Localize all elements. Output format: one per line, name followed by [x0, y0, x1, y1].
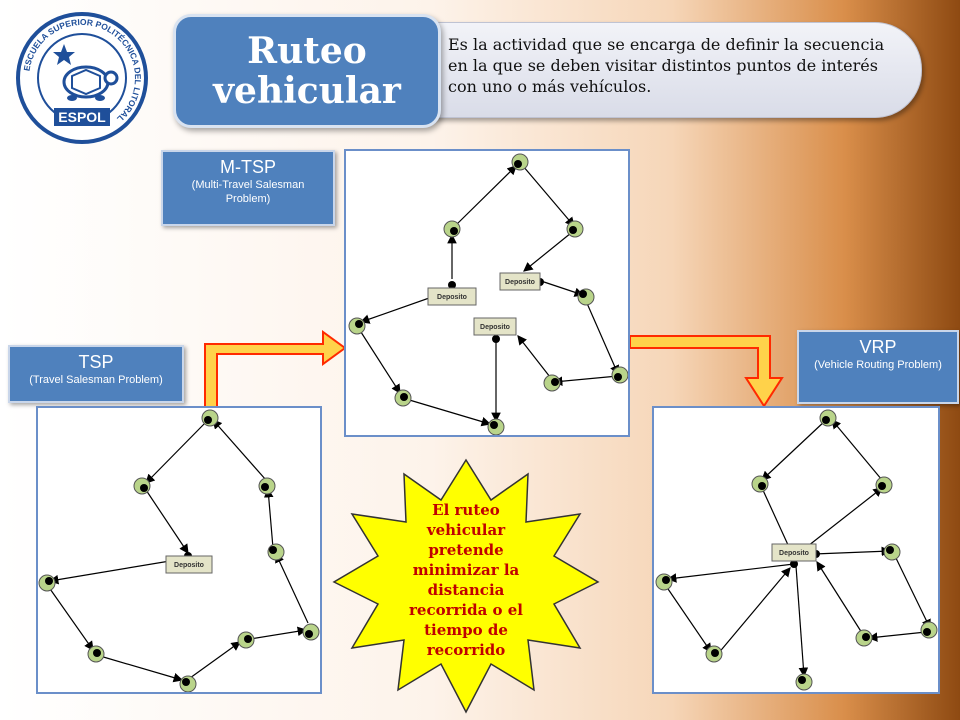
- depot-label: Deposito: [505, 279, 535, 286]
- turtle-icon: [62, 65, 119, 101]
- title-line-2: vehicular: [213, 70, 401, 112]
- tsp-subtitle: (Travel Salesman Problem): [29, 374, 163, 386]
- mtsp-subtitle: (Multi-Travel Salesman Problem): [191, 179, 305, 205]
- arrow-tsp-to-mtsp: [204, 330, 347, 411]
- title-line-1: Ruteo: [247, 30, 367, 72]
- tsp-title: TSP: [78, 352, 114, 372]
- title-box: Ruteo vehicular: [173, 14, 441, 128]
- depot-label: Deposito: [480, 324, 510, 331]
- description-text: Es la actividad que se encarga de defini…: [448, 35, 885, 96]
- mtsp-label: M-TSP (Multi-Travel Salesman Problem): [161, 150, 335, 226]
- vrp-label: VRP (Vehicle Routing Problem): [797, 330, 959, 404]
- depot-label: Deposito: [174, 562, 204, 569]
- tsp-label: TSP (Travel Salesman Problem): [8, 345, 184, 403]
- arrow-mtsp-to-vrp: [629, 335, 784, 408]
- mtsp-title: M-TSP: [220, 157, 276, 177]
- vrp-diagram: Deposito: [652, 406, 940, 694]
- logo-name: ESPOL: [58, 109, 106, 125]
- tsp-diagram: Deposito: [36, 406, 322, 694]
- espol-logo: ESCUELA SUPERIOR POLITÉCNICA DEL LITORAL…: [16, 12, 148, 144]
- vrp-title: VRP: [859, 337, 897, 357]
- vrp-subtitle: (Vehicle Routing Problem): [814, 359, 942, 371]
- yellow-star-callout: [332, 458, 600, 714]
- depot-label: Deposito: [779, 550, 809, 557]
- star-text: El ruteo vehicular pretende minimizar la…: [409, 501, 523, 659]
- mtsp-diagram: Deposito Deposito Deposito: [344, 149, 630, 437]
- description-bar: [378, 22, 922, 118]
- depot-label: Deposito: [437, 294, 467, 301]
